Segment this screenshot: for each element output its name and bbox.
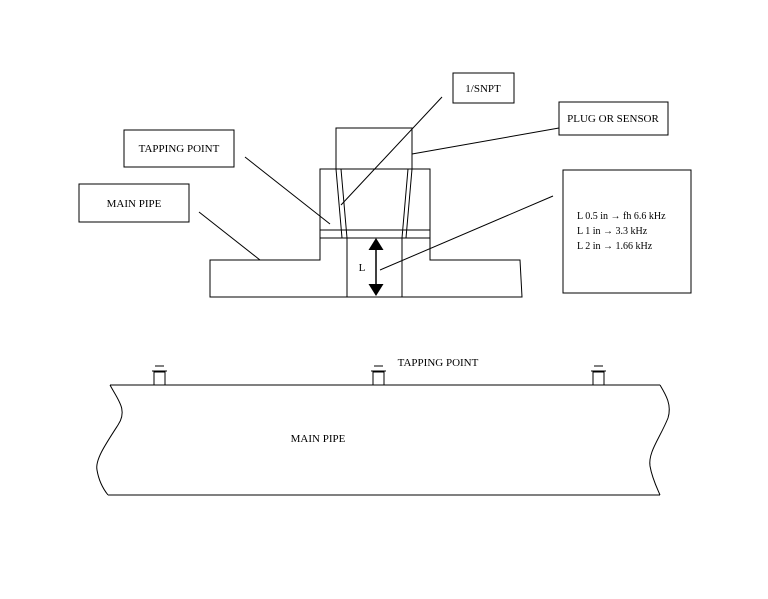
thread-line-left-inner [340,168,348,239]
freq-line-3: L 2 in → 1.66 kHz [577,241,653,252]
label-1snpt: 1/SNPT [465,83,501,95]
leader-tapping-point [244,156,331,225]
tapping-stub-1 [152,365,167,386]
box-main-pipe [78,183,190,223]
thread-line-right-inner [401,168,409,239]
plug-sensor-cap [335,127,413,170]
bottom-pipe-view [96,365,670,496]
box-1snpt [452,72,515,104]
main-pipe-body [209,229,523,298]
leader-main-pipe [198,211,261,261]
box-tapping-point [123,129,235,168]
label-plug-sensor: PLUG OR SENSOR [567,113,659,125]
pipe-right-break [649,384,670,496]
thread-line-left-outer [335,168,343,239]
leader-1snpt [340,96,443,206]
box-frequency [562,169,692,294]
box-plug-sensor [558,101,669,136]
bottom-label-tapping-point: TAPPING POINT [398,357,479,369]
freq-line-1: L 0.5 in → fh 6.6 kHz [577,211,666,222]
thread-line-right-outer [405,168,413,239]
label-dimension-l: L [359,262,366,274]
leader-plug-sensor [411,127,560,155]
top-cross-section [78,72,692,298]
tapping-stub-3 [591,365,606,386]
label-tapping-point: TAPPING POINT [139,143,220,155]
pipe-left-break [96,384,123,496]
leader-frequency [379,195,554,271]
freq-line-2: L 1 in → 3.3 kHz [577,226,648,237]
tapping-stub-2 [371,365,386,386]
label-main-pipe: MAIN PIPE [107,198,162,210]
bottom-label-main-pipe: MAIN PIPE [291,433,346,445]
